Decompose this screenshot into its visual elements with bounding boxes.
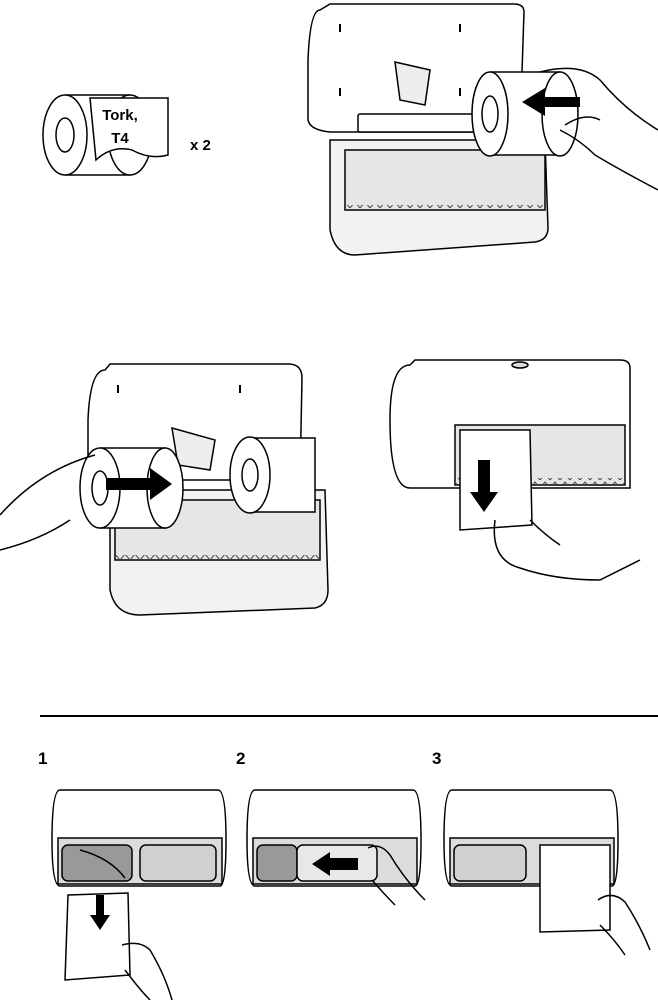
paper-sheet-pulled xyxy=(459,429,533,531)
insert-arrow-right xyxy=(106,468,172,500)
hand-pulling-paper xyxy=(493,519,641,581)
roll-being-inserted xyxy=(471,71,579,157)
dispenser-step-1 xyxy=(51,789,227,887)
dispenser-open-top-right xyxy=(307,3,549,256)
hand-step-3 xyxy=(597,894,651,956)
pull-arrow-step-1 xyxy=(90,895,110,930)
insert-arrow-left xyxy=(522,88,580,116)
hand-step-2 xyxy=(367,845,426,906)
second-roll-on-spindle xyxy=(229,436,316,514)
step-number-1: 1 xyxy=(38,749,47,768)
hand-right-top xyxy=(539,67,658,191)
step-number-3: 3 xyxy=(432,749,441,768)
paper-sheet-step-3 xyxy=(539,844,611,933)
roll-type-label: T4 xyxy=(111,130,129,147)
hand-left-mid xyxy=(0,454,96,551)
step-number-2: 2 xyxy=(236,749,245,768)
paper-sheet-step-1 xyxy=(64,892,131,981)
pull-arrow-down xyxy=(470,460,498,512)
roll-brand-label: Tork, xyxy=(102,107,138,124)
quantity-label: x 2 xyxy=(190,137,211,154)
toilet-roll-icon xyxy=(42,94,169,176)
dispenser-step-2 xyxy=(246,789,422,887)
hand-step-1 xyxy=(121,942,173,1000)
slide-arrow-step-2 xyxy=(312,852,358,876)
